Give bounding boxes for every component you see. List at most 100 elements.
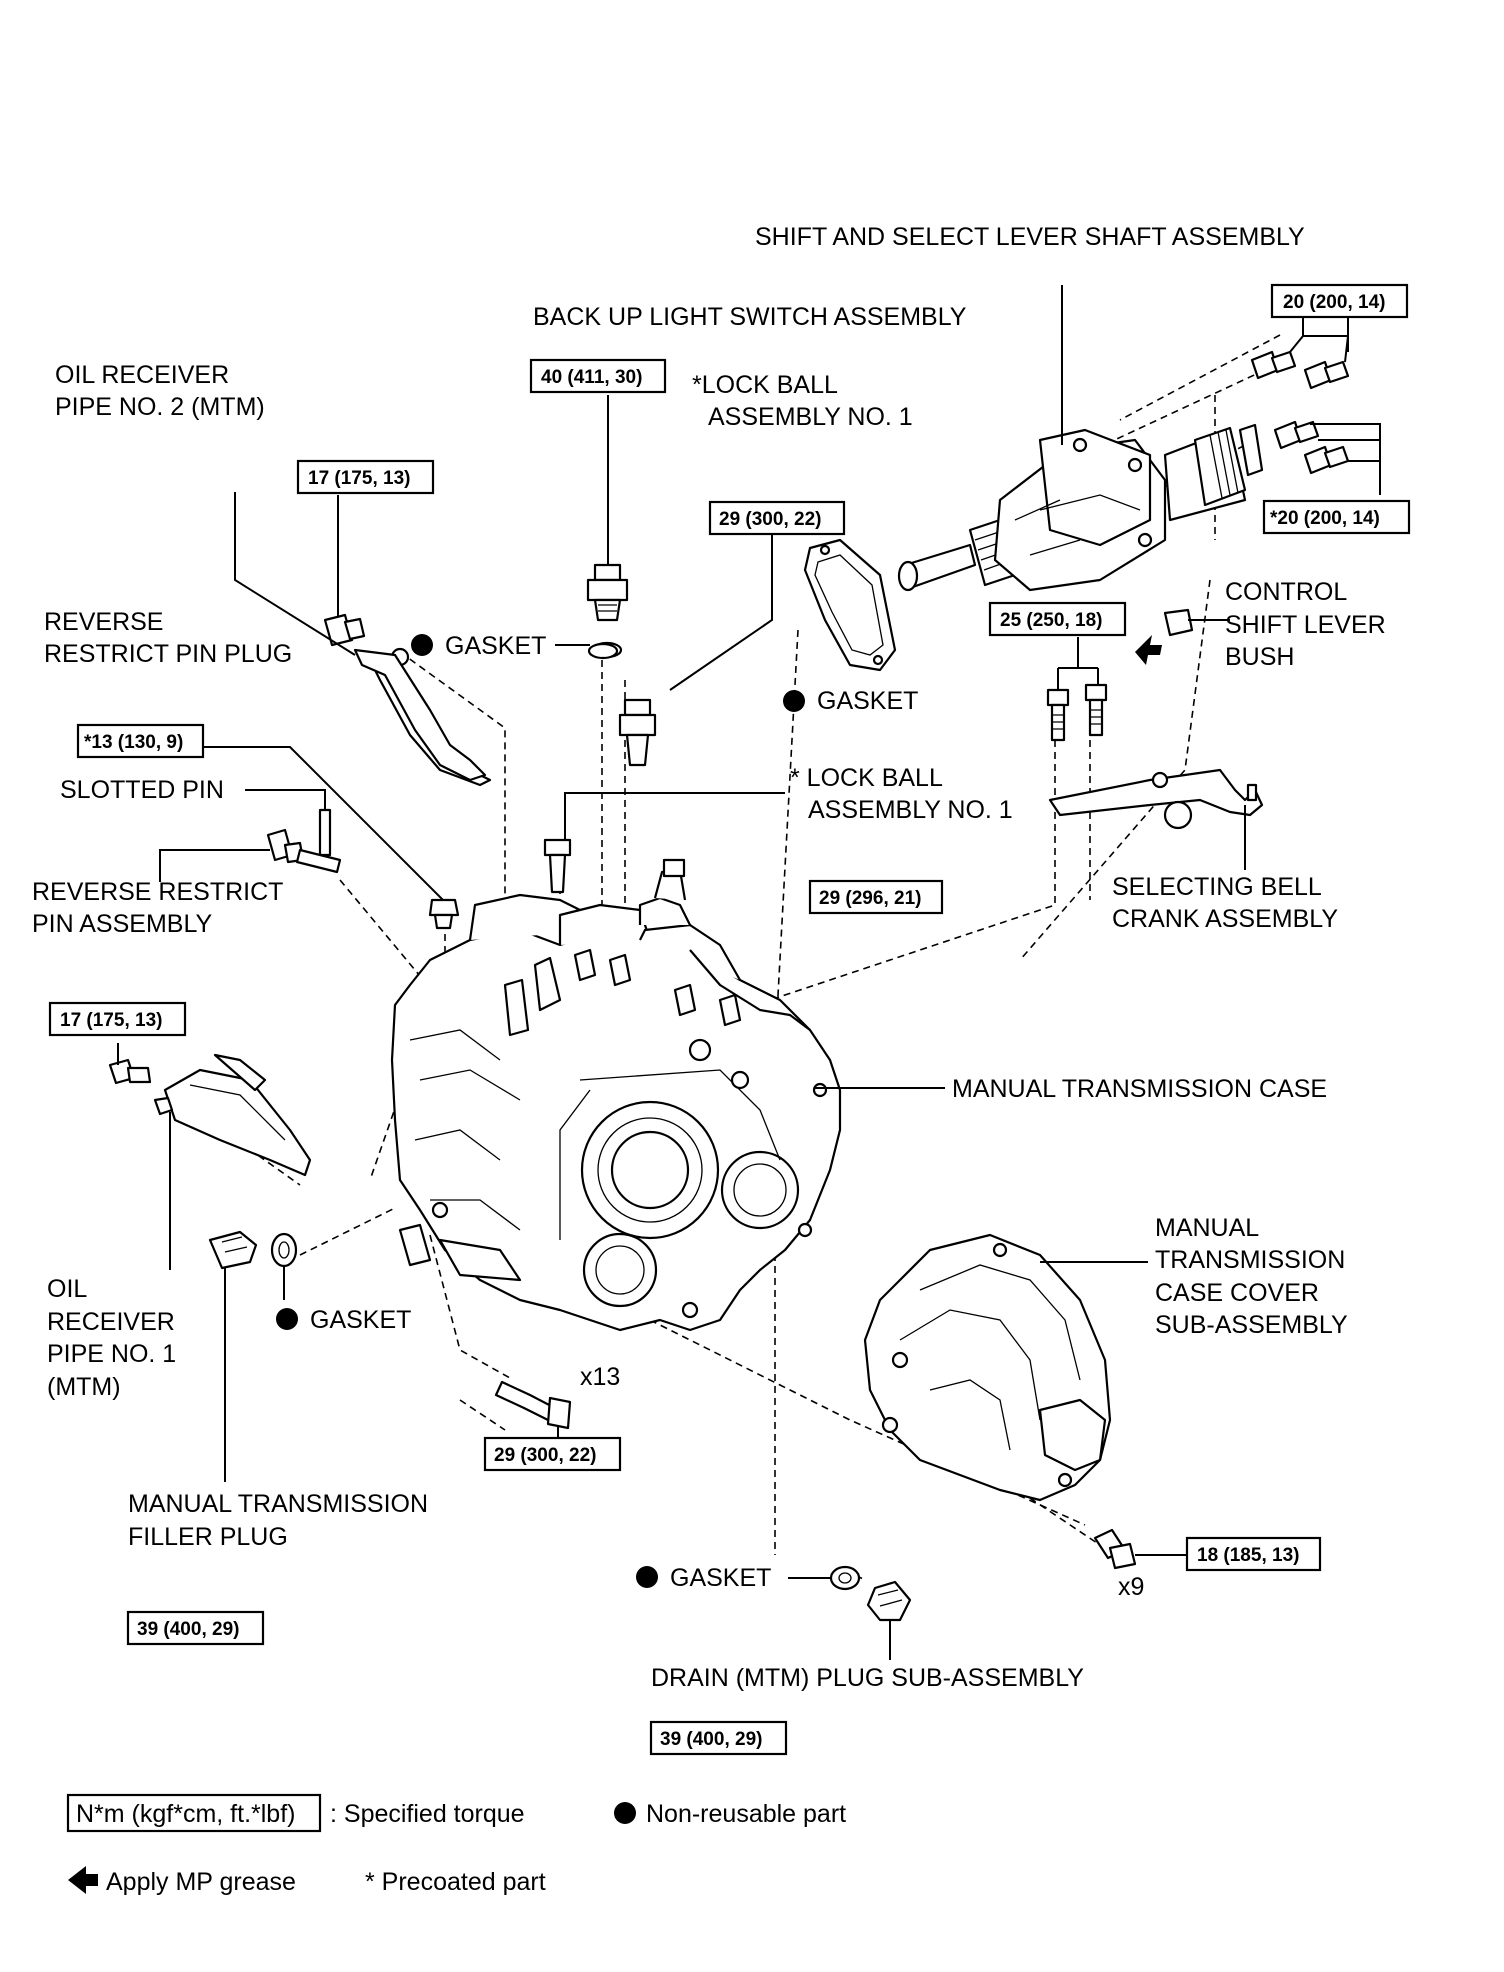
torque-20-top: 20 (200, 14) [1283,292,1385,313]
oil-receiver-pipe-1-part [108,1053,312,1177]
label-oil-receiver-2-l2: PIPE NO. 2 (MTM) [55,393,265,421]
torque-box [76,723,205,759]
slotted-pin-part [318,808,332,857]
torque-25: 25 (250, 18) [1000,610,1102,631]
label-oil-receiver-1-l1: OIL [47,1275,87,1303]
torque-box [1262,499,1411,535]
label-reverse-plug-l2: RESTRICT PIN PLUG [44,640,292,668]
lock-ball-mid-part [543,838,572,894]
label-shift-select-lever: SHIFT AND SELECT LEVER SHAFT ASSEMBLY [755,223,1305,251]
label-gasket-3: GASKET [310,1306,411,1334]
label-lock-ball-top-l2: ASSEMBLY NO. 1 [708,403,913,431]
torque-17-low: 17 (175, 13) [60,1010,162,1031]
torque-boxes: 20 (200, 14) 40 (411, 30) 17 (175, 13) 2… [48,283,1411,1756]
shift-select-lever-shaft-part [897,423,1264,592]
label-reverse-plug-l1: REVERSE [44,608,163,636]
label-case: MANUAL TRANSMISSION CASE [952,1075,1327,1103]
label-gasket-4: GASKET [670,1564,771,1592]
legend: N*m (kgf*cm, ft.*lbf) : Specified torque… [66,1793,846,1896]
filler-plug-part [208,1230,258,1270]
label-bell-crank-l1: SELECTING BELL [1112,873,1322,901]
legend-mp-grease: Apply MP grease [106,1868,296,1896]
torque-box [708,500,846,536]
non-reusable-dot [783,690,805,712]
non-reusable-dot [411,634,433,656]
label-control-shift-l1: CONTROL [1225,578,1347,606]
case-cover-part [863,1233,1112,1502]
gasket-plate-part [803,538,897,672]
legend-torque-box [66,1793,322,1833]
selecting-bell-crank-part [1048,768,1264,830]
legend-non-reusable-dot [614,1802,636,1824]
leader-lines [117,285,1381,1660]
part-labels: SHIFT AND SELECT LEVER SHAFT ASSEMBLY BA… [32,223,1386,1692]
torque-box [483,1436,622,1472]
legend-torque-unit: N*m (kgf*cm, ft.*lbf) [76,1800,295,1828]
label-filler-l2: FILLER PLUG [128,1523,288,1551]
label-slotted-pin: SLOTTED PIN [60,776,224,804]
label-gasket-2: GASKET [817,687,918,715]
label-qty-13: x13 [580,1363,620,1391]
label-oil-receiver-2-l1: OIL RECEIVER [55,361,229,389]
cover-bolt-x9-part [1093,1528,1137,1570]
case-bolt-x13-part [494,1380,572,1430]
label-case-cover-l2: TRANSMISSION [1155,1246,1345,1274]
torque-box [1270,283,1409,319]
assembly-dashed-lines [179,334,1281,1581]
label-qty-9: x9 [1118,1573,1144,1601]
gasket-ring-3 [270,1232,298,1268]
lever-shaft-bolts-part [1250,350,1350,475]
mp-grease-icon [68,1866,98,1894]
torque-20-lower: *20 (200, 14) [1270,508,1380,529]
label-lock-ball-mid-l1: * LOCK BALL [790,764,943,792]
label-reverse-pin-l1: REVERSE RESTRICT [32,878,283,906]
back-up-light-switch-part [586,563,629,659]
label-filler-l1: MANUAL TRANSMISSION [128,1490,428,1518]
manual-transmission-case-part [390,858,842,1332]
oil-receiver-pipe-2-part [353,648,487,782]
torque-17-top: 17 (175, 13) [308,468,410,489]
label-case-cover-l3: CASE COVER [1155,1279,1319,1307]
reverse-restrict-pin-part [266,828,342,874]
drain-plug-part [866,1580,912,1622]
label-control-shift-l3: BUSH [1225,643,1294,671]
torque-29-296: 29 (296, 21) [819,888,921,909]
label-reverse-pin-l2: PIN ASSEMBLY [32,910,212,938]
control-shift-lever-bush-part [1135,608,1194,665]
torque-39-drain: 39 (400, 29) [660,1729,762,1750]
legend-torque-desc: : Specified torque [330,1800,525,1828]
label-oil-receiver-1-l3: PIPE NO. 1 [47,1340,176,1368]
label-control-shift-l2: SHIFT LEVER [1225,611,1386,639]
bell-crank-bolts-part [1046,683,1108,742]
label-case-cover-l1: MANUAL [1155,1214,1259,1242]
torque-13: *13 (130, 9) [84,732,183,753]
label-lock-ball-mid-l2: ASSEMBLY NO. 1 [808,796,1013,824]
nut-13-part [428,898,460,930]
torque-box [48,1001,187,1037]
non-reusable-markers [276,634,805,1588]
torque-box [1185,1536,1322,1572]
label-oil-receiver-1-l4: (MTM) [47,1373,121,1401]
torque-box [296,459,435,495]
non-reusable-dot [276,1308,298,1330]
torque-box [529,358,667,394]
legend-precoated: * Precoated part [365,1868,546,1896]
torque-box [649,1720,788,1756]
gasket-ring-1 [587,642,619,660]
label-gasket-1: GASKET [445,632,546,660]
torque-18: 18 (185, 13) [1197,1545,1299,1566]
legend-non-reusable: Non-reusable part [646,1800,846,1828]
torque-box [126,1610,265,1646]
label-bell-crank-l2: CRANK ASSEMBLY [1112,905,1338,933]
torque-39-filler: 39 (400, 29) [137,1619,239,1640]
label-back-up-light: BACK UP LIGHT SWITCH ASSEMBLY [533,303,967,331]
gasket-ring-4 [829,1565,861,1591]
non-reusable-dot [636,1566,658,1588]
label-drain: DRAIN (MTM) PLUG SUB-ASSEMBLY [651,1664,1084,1692]
label-lock-ball-top-l1: *LOCK BALL [692,371,838,399]
torque-box [988,601,1127,637]
label-oil-receiver-1-l2: RECEIVER [47,1308,175,1336]
torque-29-bolts: 29 (300, 22) [494,1445,596,1466]
torque-box [808,879,944,915]
